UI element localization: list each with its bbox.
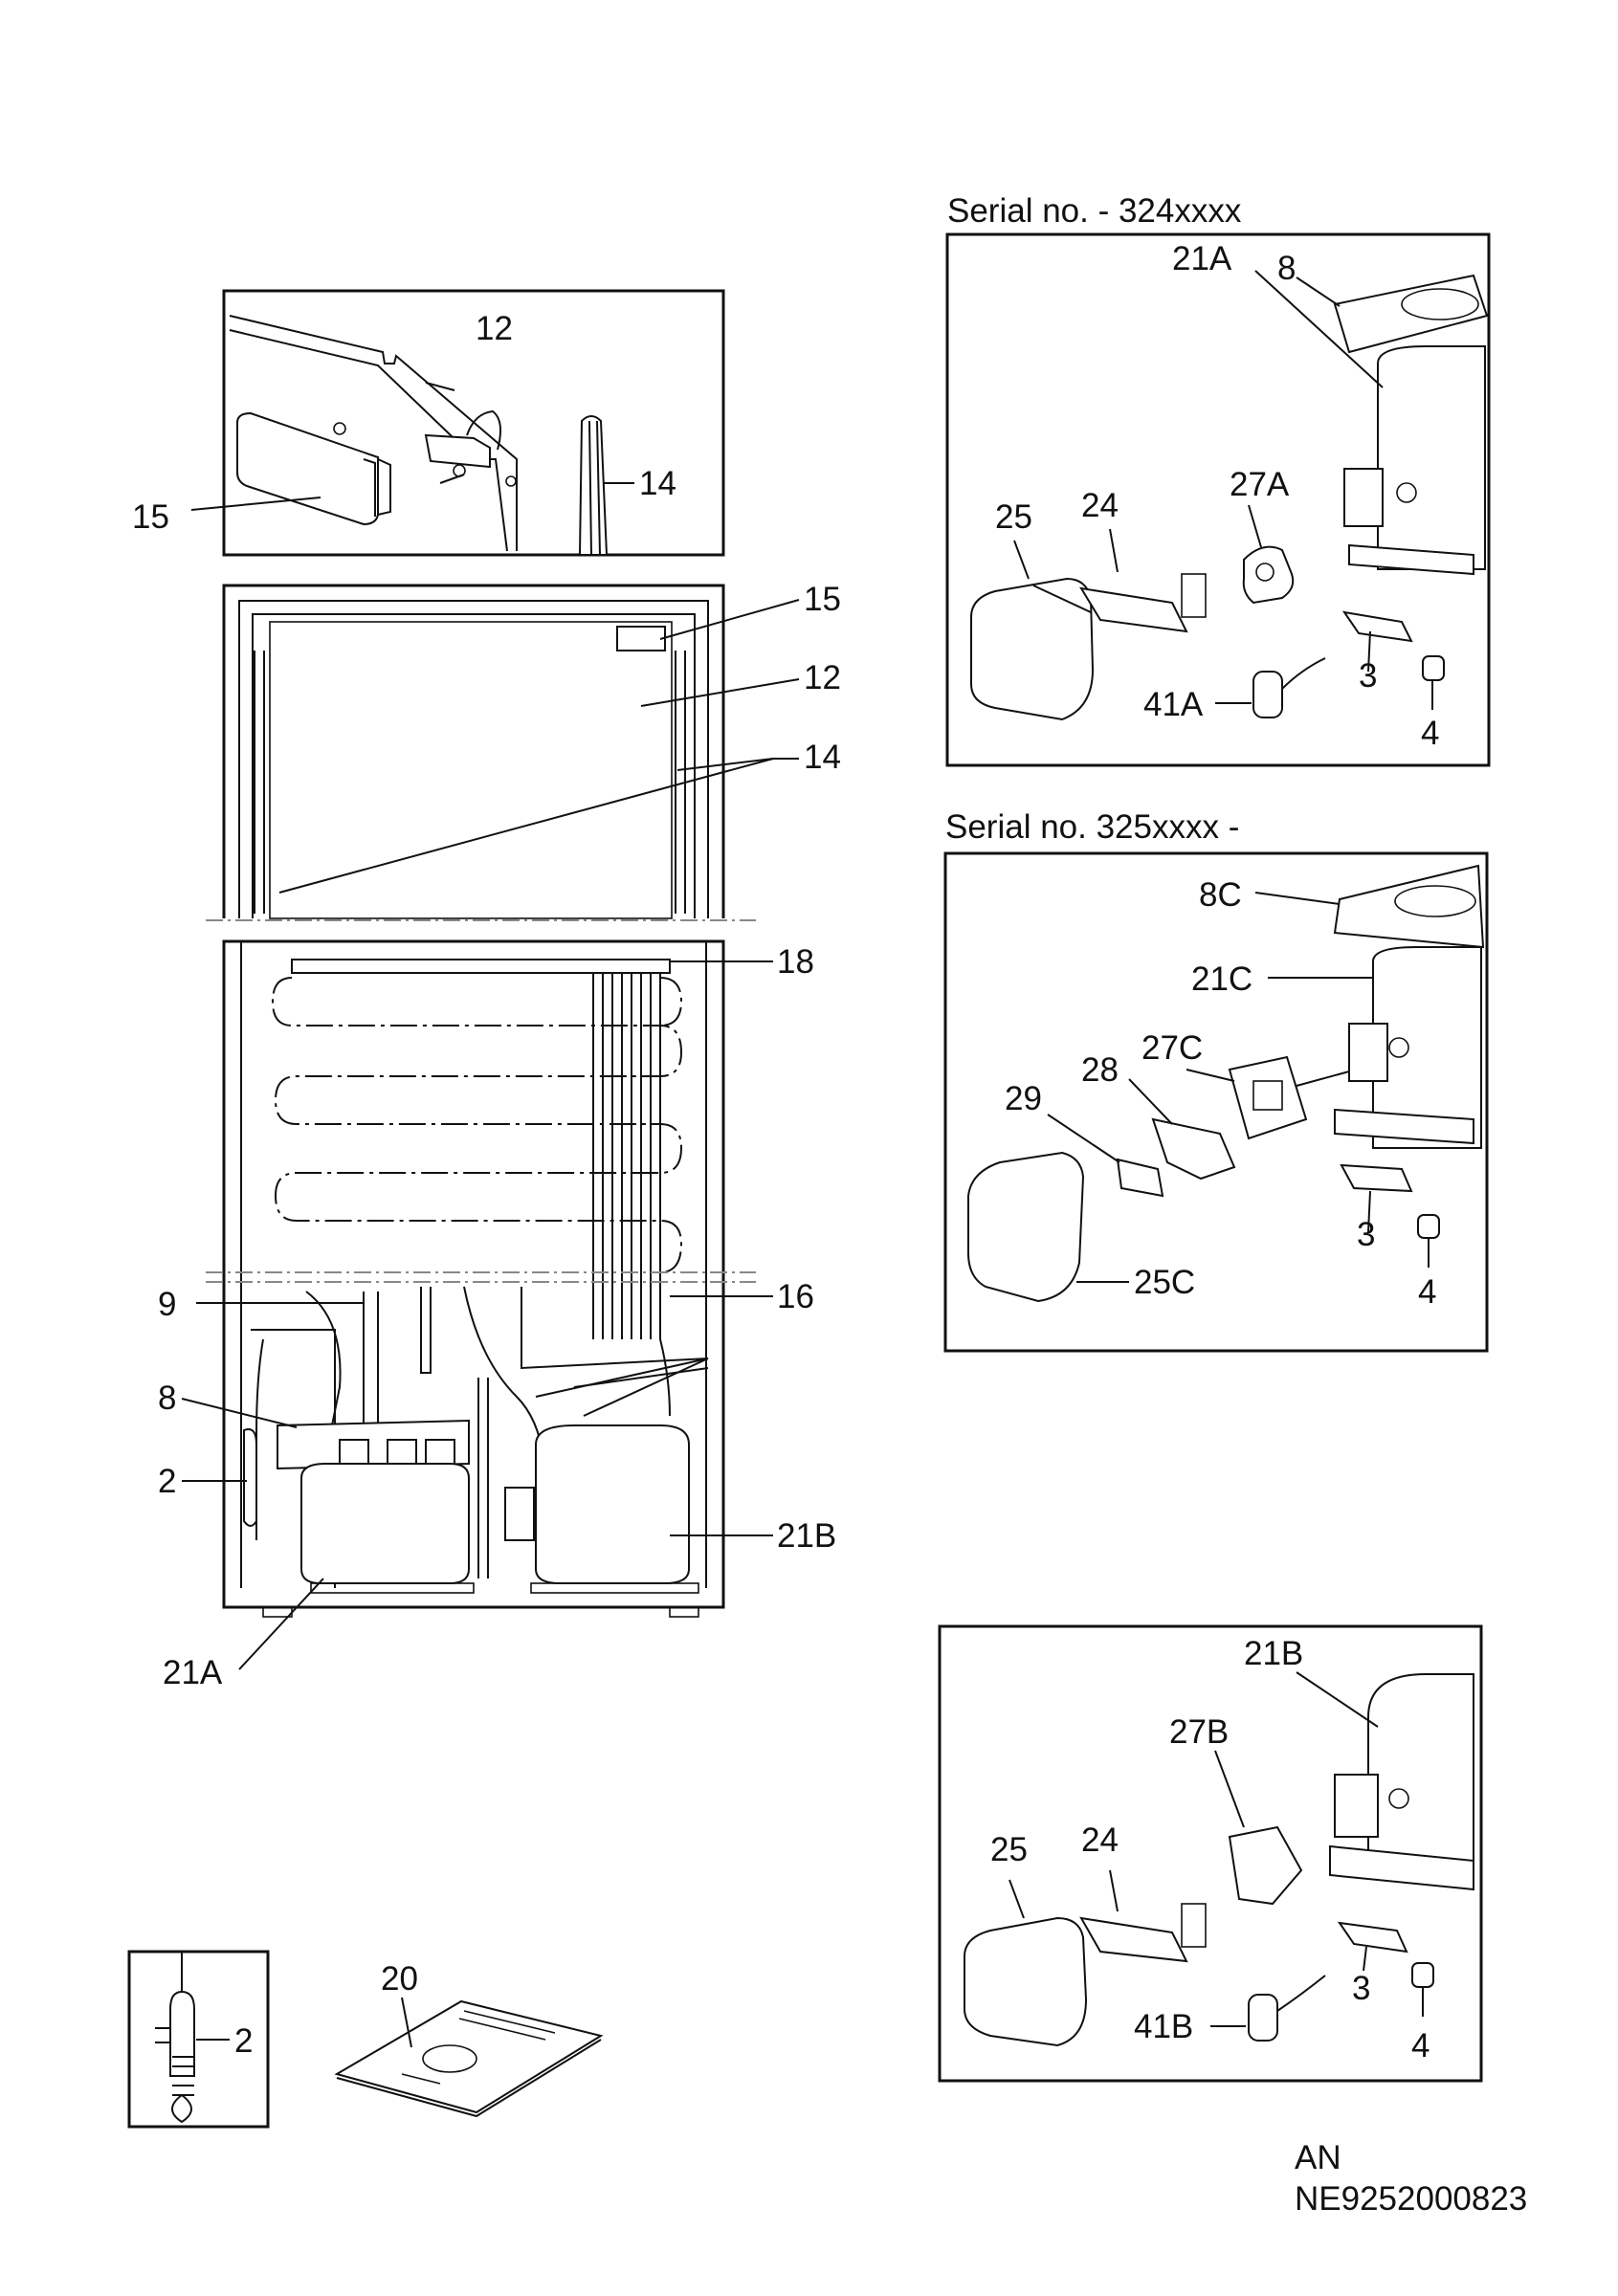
callout-8-cabinet: 8 xyxy=(158,1380,176,1417)
callout-27B: 27B xyxy=(1169,1713,1229,1751)
kit-c-tray-8C xyxy=(1333,864,1485,949)
kit-a-capacitor-41A xyxy=(1252,671,1283,718)
kit-a-cover-25 xyxy=(970,577,1095,721)
kit-b-grommet-4 xyxy=(1411,1962,1434,1988)
callout-21B-kit-b: 21B xyxy=(1244,1635,1303,1672)
callout-2-sensor: 2 xyxy=(234,2022,253,2060)
callout-8C: 8C xyxy=(1199,876,1242,914)
callout-4-kit-c: 4 xyxy=(1418,1273,1436,1311)
door-handle xyxy=(236,411,379,526)
handle-small xyxy=(616,626,666,651)
compressor-21A xyxy=(300,1463,470,1584)
kit-c-clip-3 xyxy=(1340,1163,1413,1193)
callout-12-cabinet: 12 xyxy=(804,659,841,696)
kit-b-capacitor-41B xyxy=(1248,1994,1278,2042)
kit-c-compressor-21C xyxy=(1372,946,1482,1149)
kit-a-relay-24 xyxy=(1079,586,1188,633)
callout-21A-cabinet: 21A xyxy=(163,1654,223,1691)
serial-header-middle: Serial no. 325xxxx - xyxy=(945,808,1239,846)
callout-41A: 41A xyxy=(1143,686,1204,723)
callout-14-cabinet: 14 xyxy=(804,739,841,776)
kit-c-part-28 xyxy=(1151,1117,1236,1181)
callout-4-kit-b: 4 xyxy=(1411,2027,1430,2064)
evaporator-coil xyxy=(271,977,683,1273)
kit-a-clip-3 xyxy=(1341,610,1413,643)
doc-code-line1: AN xyxy=(1295,2139,1341,2176)
compressor-tray-8 xyxy=(277,1419,470,1470)
door-detail-frame xyxy=(222,289,725,557)
kit-c-cover-25C xyxy=(967,1151,1085,1303)
callout-20: 20 xyxy=(381,1960,418,1998)
callout-25C: 25C xyxy=(1134,1264,1195,1301)
door-detail-panel xyxy=(190,289,725,557)
cabinet-upper xyxy=(206,584,800,921)
kit-c-frame xyxy=(943,851,1489,1353)
callout-9: 9 xyxy=(158,1286,176,1323)
kit-b-compressor-21B xyxy=(1367,1673,1474,1876)
callout-4-kit-a: 4 xyxy=(1421,715,1439,752)
kit-a-frame xyxy=(945,232,1491,767)
callout-3-kit-b: 3 xyxy=(1352,1970,1370,2007)
sensor-bulb-2 xyxy=(169,1990,195,2077)
callout-21B-cabinet: 21B xyxy=(777,1517,836,1555)
kit-a-protector-27A xyxy=(1242,545,1295,605)
evaporator-bar xyxy=(291,959,671,974)
kit-a-compressor-21A xyxy=(1377,345,1486,570)
sensor-panel xyxy=(127,1950,270,2129)
callout-8-kit-a: 8 xyxy=(1277,250,1296,287)
callout-14-door: 14 xyxy=(639,465,676,502)
manual-booklet xyxy=(334,1997,604,2118)
callout-3-kit-a: 3 xyxy=(1359,657,1377,695)
tube-bundle xyxy=(592,973,661,1339)
kit-c-grommet-4 xyxy=(1417,1214,1440,1239)
callout-15-door: 15 xyxy=(132,498,169,536)
manual-cover xyxy=(334,1999,604,2114)
kit-c-part-29 xyxy=(1116,1158,1164,1198)
callout-28: 28 xyxy=(1081,1051,1119,1089)
callout-2-cabinet: 2 xyxy=(158,1463,176,1500)
callout-25-kit-b: 25 xyxy=(990,1831,1028,1868)
doc-code-line2: NE9252000823 xyxy=(1295,2180,1527,2218)
kit-b-frame xyxy=(938,1624,1483,2083)
cabinet-lower-outline xyxy=(222,939,725,1609)
kit-b-cover-25 xyxy=(964,1916,1088,2047)
kit-b-protector-27B xyxy=(1228,1825,1303,1906)
callout-24-kit-a: 24 xyxy=(1081,487,1119,524)
kit-b-clip-3 xyxy=(1337,1921,1408,1954)
callout-3-kit-c: 3 xyxy=(1357,1216,1375,1253)
cabinet-lower xyxy=(181,939,773,1670)
serial-header-top: Serial no. - 324xxxx xyxy=(947,192,1242,230)
gasket-ladder-left xyxy=(254,651,265,914)
kit-b-relay-24 xyxy=(1079,1916,1188,1963)
kit-a-panel xyxy=(945,232,1491,767)
callout-24-kit-b: 24 xyxy=(1081,1821,1119,1859)
callout-16: 16 xyxy=(777,1278,814,1315)
sensor-2-cabinet xyxy=(243,1428,257,1527)
kit-c-panel xyxy=(943,851,1489,1353)
callout-27A: 27A xyxy=(1230,466,1290,503)
door-gasket xyxy=(578,415,609,556)
cabinet-upper-outline xyxy=(222,584,725,918)
callout-21A-kit-a: 21A xyxy=(1172,240,1232,277)
kit-a-grommet-4 xyxy=(1422,655,1445,681)
callout-41B: 41B xyxy=(1134,2008,1193,2045)
callout-12-door: 12 xyxy=(476,310,513,347)
callout-27C: 27C xyxy=(1141,1029,1203,1067)
callout-18: 18 xyxy=(777,943,814,981)
sensor-frame xyxy=(127,1950,270,2129)
compressor-21B xyxy=(535,1424,690,1584)
kit-b-panel xyxy=(938,1624,1483,2083)
callout-21C: 21C xyxy=(1191,960,1252,998)
callout-29: 29 xyxy=(1005,1080,1042,1117)
callout-25-kit-a: 25 xyxy=(995,498,1032,536)
kit-c-relay-27C xyxy=(1228,1055,1308,1140)
callout-15-cabinet: 15 xyxy=(804,581,841,618)
liner-bracket xyxy=(424,433,491,469)
